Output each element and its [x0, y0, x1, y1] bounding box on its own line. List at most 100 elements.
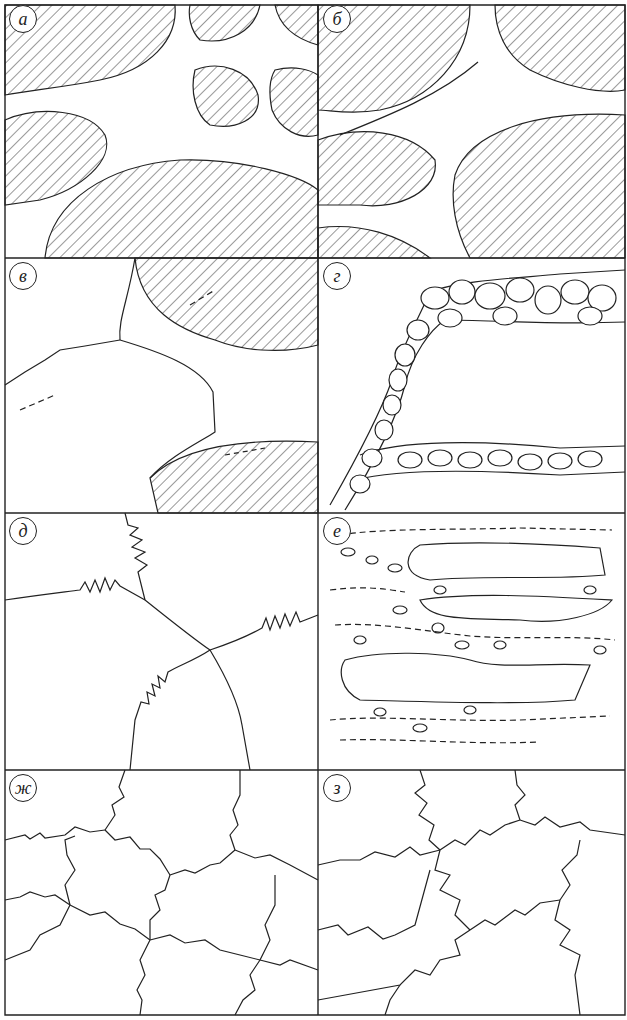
serrated-boundary-panel-stroke: [125, 513, 147, 600]
grain-film-panel-stroke: [495, 5, 625, 91]
recrystallized-panel-stroke: [475, 283, 505, 309]
grain-film-panel-stroke: [275, 5, 318, 45]
panel-letter: в: [19, 267, 27, 285]
serrated-boundary-panel-stroke: [210, 612, 318, 650]
serrated-grain-panel-stroke: [5, 827, 105, 840]
panel-letter-circle: а: [9, 5, 37, 33]
grain-film-panel-stroke: [193, 66, 258, 126]
elongated-grain-panel-stroke: [341, 653, 590, 703]
jagged-grain-panel-stroke: [560, 840, 580, 900]
recrystallized-panel-stroke: [362, 449, 382, 467]
panel-letter-circle: д: [9, 517, 37, 545]
panel-frame-stroke: [317, 5, 318, 1015]
recrystallized-panel-stroke: [518, 454, 542, 470]
grain-boundary-panel-stroke: [120, 258, 135, 340]
serrated-grain-panel-stroke: [150, 875, 170, 940]
grain-film-panel: [318, 5, 625, 258]
recrystallized-panel-stroke: [389, 369, 407, 391]
elongated-grain-panel-stroke: [594, 646, 606, 654]
recrystallized-panel-stroke: [428, 450, 452, 466]
recrystallized-panel-stroke: [345, 320, 625, 510]
grain-boundary-panel-stroke: [5, 340, 120, 385]
jagged-grain-panel-stroke: [435, 850, 470, 930]
grain-boundary-panel-stroke: [20, 395, 55, 410]
panel-letter: з: [333, 779, 340, 797]
jagged-grain-panel-stroke: [385, 985, 400, 1015]
elongated-grain-panel-stroke: [335, 624, 615, 640]
jagged-grain-panel-stroke: [520, 817, 625, 835]
serrated-grain-panel-stroke: [230, 770, 240, 850]
recrystallized-panel-stroke: [493, 307, 517, 325]
elongated-grain-panel-stroke: [330, 588, 405, 592]
grain-film-panel-stroke: [318, 132, 435, 206]
recrystallized-panel-stroke: [458, 452, 482, 468]
panel-letter-circle: г: [323, 262, 351, 290]
grain-boundary-panel: [5, 258, 318, 513]
recrystallized-panel-stroke: [578, 307, 602, 325]
recrystallized-panel-stroke: [330, 270, 625, 505]
jagged-grain-panel: [318, 770, 625, 1015]
jagged-grain-panel-stroke: [415, 770, 440, 850]
recrystallized-panel-stroke: [548, 453, 572, 469]
grain-film-panel-stroke: [340, 62, 478, 135]
serrated-grain-panel-stroke: [5, 892, 70, 905]
serrated-boundary-panel-stroke: [5, 578, 145, 600]
grain-film-panel-stroke: [189, 5, 260, 41]
recrystallized-panel-stroke: [506, 278, 534, 302]
recrystallized-panel-stroke: [421, 287, 449, 309]
elongated-grain-panel-stroke: [455, 641, 469, 649]
elongated-grain-panel-stroke: [494, 641, 506, 649]
recrystallized-panel-stroke: [407, 320, 429, 340]
elongated-grain-panel-stroke: [432, 623, 444, 633]
grain-film-panel-stroke: [318, 227, 430, 258]
elongated-grain-panel-stroke: [366, 556, 378, 564]
elongated-grain-panel-stroke: [434, 586, 446, 594]
serrated-grain-panel-stroke: [105, 830, 170, 875]
jagged-grain-panel-stroke: [555, 900, 580, 1015]
panel-letter-circle: в: [9, 262, 37, 290]
elongated-grain-panel-stroke: [330, 716, 610, 720]
recrystallized-panel-stroke: [438, 309, 462, 327]
recrystallized-panel-stroke: [449, 280, 475, 304]
serrated-boundary-panel-stroke: [130, 650, 210, 770]
grain-film-panel-stroke: [453, 114, 625, 258]
serrated-grain-panel-stroke: [137, 940, 150, 1015]
elongated-grain-panel-stroke: [464, 706, 476, 714]
serrated-boundary-panel-stroke: [210, 650, 250, 770]
panel-letter: г: [333, 267, 340, 285]
serrated-grain-panel-stroke: [65, 836, 75, 905]
recrystallized-panel-stroke: [375, 420, 393, 440]
serrated-boundary-panel-stroke: [145, 600, 210, 650]
recrystallized-panel-stroke: [355, 471, 625, 480]
grain-boundary-panel-stroke: [150, 441, 318, 513]
grain-boundary-panel-stroke: [225, 448, 265, 455]
elongated-grain-panel-stroke: [374, 708, 386, 716]
elongated-grain-panel-stroke: [341, 548, 355, 556]
panel-frame-stroke: [5, 512, 625, 513]
elongated-grain-panel-stroke: [340, 740, 540, 743]
jagged-grain-panel-stroke: [470, 900, 560, 930]
panel-letter-circle: ж: [9, 774, 37, 802]
panel-letter: б: [332, 10, 341, 28]
panel-letter: а: [19, 10, 28, 28]
recrystallized-panel-stroke: [383, 395, 401, 415]
elongated-grain-panel-stroke: [340, 528, 612, 535]
recrystallized-panel-stroke: [350, 475, 370, 493]
grain-film-panel-stroke: [318, 5, 470, 112]
recrystallized-panel-stroke: [488, 450, 512, 466]
jagged-grain-panel-stroke: [515, 770, 525, 820]
elongated-grain-panel-stroke: [393, 606, 407, 614]
grain-boundary-panel-stroke: [135, 258, 318, 350]
elongated-grain-panel-stroke: [413, 724, 427, 732]
grain-film-panel-stroke: [5, 5, 175, 95]
serrated-grain-panel-stroke: [235, 850, 318, 880]
panel-frame-stroke: [5, 5, 625, 1015]
grain-boundary-panel-stroke: [190, 290, 215, 305]
panel-letter: ж: [15, 779, 32, 797]
serrated-grain-panel-stroke: [150, 935, 260, 960]
panel-letter-circle: е: [323, 517, 351, 545]
serrated-grain-panel-stroke: [5, 905, 70, 960]
